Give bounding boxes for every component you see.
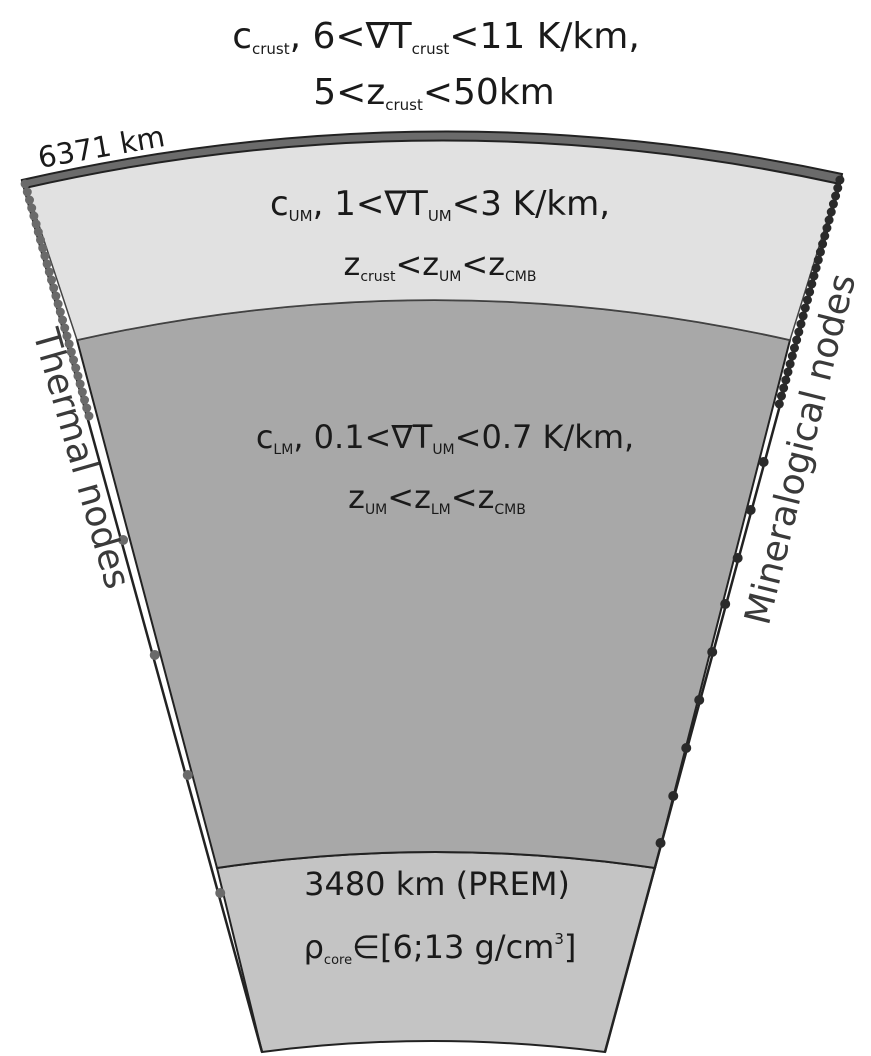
mineral-node xyxy=(789,343,799,353)
mineral-node xyxy=(798,311,808,321)
thermal-node xyxy=(36,235,46,245)
mineral-node xyxy=(807,279,817,289)
thermal-node xyxy=(71,363,81,373)
thermal-node xyxy=(47,275,57,285)
thermal-node xyxy=(64,339,74,349)
mineral-node xyxy=(745,505,756,515)
thermal-node xyxy=(58,315,68,325)
lower-mantle-label-line1: cLM, 0.1<∇TUM<0.7 K/km, xyxy=(256,418,634,458)
thermal-node xyxy=(149,650,160,660)
thermal-node xyxy=(66,347,76,357)
lower-mantle-label-line2: zUM<zLM<zCMB xyxy=(348,478,526,518)
mineral-node xyxy=(655,838,666,848)
mineral-node xyxy=(800,303,810,313)
mineral-node xyxy=(824,215,834,225)
mineral-node xyxy=(831,191,841,201)
thermal-node xyxy=(53,299,63,309)
lower-mantle-region xyxy=(75,299,792,870)
crust-label-line1: ccrust, 6<∇Tcrust<11 K/km, xyxy=(232,16,640,58)
core-density-label: ρcore∈[6;13 g/cm3] xyxy=(304,928,577,968)
thermal-nodes xyxy=(20,179,226,898)
mineral-node xyxy=(694,695,705,705)
thermal-node xyxy=(55,307,65,317)
mineral-node xyxy=(813,255,823,265)
mineral-node xyxy=(774,399,784,409)
thermal-node xyxy=(118,535,129,545)
mineral-node xyxy=(822,223,832,233)
mineral-node xyxy=(794,327,804,337)
thermal-node xyxy=(25,195,35,205)
mineral-node xyxy=(805,287,815,297)
thermal-node xyxy=(69,355,79,365)
mineral-node xyxy=(826,207,836,217)
mineral-node xyxy=(781,375,791,385)
thermal-node xyxy=(20,179,30,189)
thermal-node xyxy=(49,283,59,293)
mineral-node xyxy=(818,239,828,249)
mineral-node xyxy=(732,553,743,563)
mineral-node xyxy=(833,183,843,193)
mineral-node xyxy=(835,175,845,185)
crust-label-line2: 5<zcrust<50km xyxy=(313,72,554,114)
mineral-node xyxy=(668,791,679,801)
thermal-node xyxy=(40,251,50,261)
thermal-node xyxy=(80,395,90,405)
thermal-node xyxy=(215,888,226,898)
upper-mantle-label-line1: cUM, 1<∇TUM<3 K/km, xyxy=(270,184,610,225)
mineral-node xyxy=(707,647,718,657)
thermal-node xyxy=(60,323,70,333)
mineral-node xyxy=(720,599,731,609)
mineral-node xyxy=(796,319,806,329)
thermal-node xyxy=(33,227,43,237)
thermal-node xyxy=(73,371,83,381)
mineral-node xyxy=(785,359,795,369)
mineral-node xyxy=(809,271,819,281)
mineral-node xyxy=(758,457,769,467)
mineral-node xyxy=(802,295,812,305)
thermal-node xyxy=(22,187,32,197)
core-radius-label: 3480 km (PREM) xyxy=(304,865,570,903)
mineral-node xyxy=(820,231,830,241)
thermal-node xyxy=(51,291,61,301)
thermal-node xyxy=(62,331,72,341)
thermal-node xyxy=(75,379,85,389)
mineral-node xyxy=(681,743,692,753)
thermal-node xyxy=(77,387,87,397)
mineral-node xyxy=(776,391,786,401)
mineral-node xyxy=(787,351,797,361)
mineral-node xyxy=(815,247,825,257)
thermal-node xyxy=(29,211,39,221)
thermal-node xyxy=(38,243,48,253)
thermal-node xyxy=(31,219,41,229)
thermal-node xyxy=(27,203,37,213)
mineralogical-nodes xyxy=(655,175,845,848)
thermal-node xyxy=(82,403,92,413)
mineral-node xyxy=(828,199,838,209)
thermal-node xyxy=(42,259,52,269)
thermal-node xyxy=(84,411,94,421)
mineral-node xyxy=(811,263,821,273)
mineral-node xyxy=(792,335,802,345)
thermal-node xyxy=(182,770,193,780)
mineral-node xyxy=(783,367,793,377)
upper-mantle-label-line2: zcrust<zUM<zCMB xyxy=(344,245,537,285)
thermal-node xyxy=(44,267,54,277)
mineral-node xyxy=(779,383,789,393)
